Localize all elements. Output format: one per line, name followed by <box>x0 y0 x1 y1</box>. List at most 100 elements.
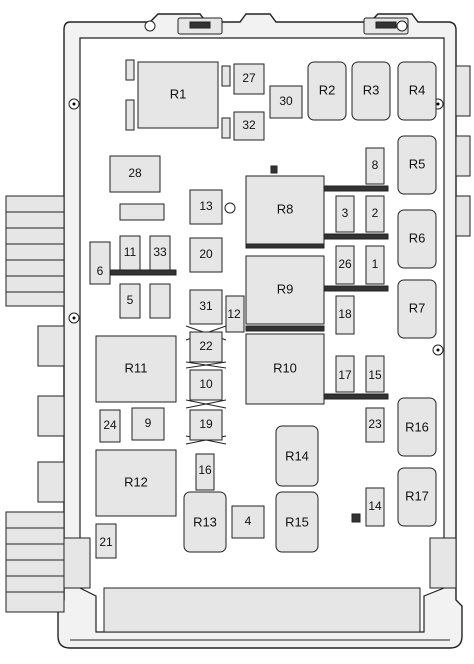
bottom-rails <box>63 537 457 641</box>
fuse-21: 21 <box>95 523 117 559</box>
label-3: 3 <box>342 206 349 220</box>
fuse-6: 6 <box>89 241 111 285</box>
label-R8: R8 <box>277 201 294 216</box>
label-28: 28 <box>128 166 142 180</box>
label-R11: R11 <box>125 360 148 375</box>
label-4: 4 <box>245 514 252 528</box>
fuse-17: 17 <box>335 355 355 393</box>
label-17: 17 <box>338 368 352 382</box>
right-side-connectors <box>455 65 471 237</box>
label-20: 20 <box>199 247 213 261</box>
fuse-5: 5 <box>119 283 141 319</box>
relay-R3: R3 <box>351 61 391 121</box>
relay-R14: R14 <box>275 425 319 487</box>
label-6: 6 <box>97 264 104 278</box>
relay-R15: R15 <box>275 491 319 553</box>
fuse-11: 11 <box>119 235 141 271</box>
fuse-12: 12 <box>225 295 245 333</box>
label-1: 1 <box>372 257 379 271</box>
fuse-27: 27 <box>233 63 265 95</box>
label-30: 30 <box>279 94 293 108</box>
label-14: 14 <box>368 499 382 513</box>
label-9: 9 <box>145 416 152 430</box>
label-33: 33 <box>153 245 167 259</box>
relay-R1: R1 <box>137 61 219 129</box>
label-18: 18 <box>338 307 352 321</box>
label-21: 21 <box>99 535 113 549</box>
label-5: 5 <box>127 293 134 307</box>
label-R6: R6 <box>409 230 426 245</box>
fuse-unlabeled <box>149 283 171 319</box>
label-R17: R17 <box>405 488 429 503</box>
left-side-connectors <box>5 195 65 613</box>
relay-R12: R12 <box>95 449 177 517</box>
label-R7: R7 <box>409 300 426 315</box>
fuse-4: 4 <box>231 505 265 539</box>
label-R3: R3 <box>363 82 380 97</box>
relay-R13: R13 <box>183 491 227 553</box>
label-22: 22 <box>199 339 213 353</box>
label-32: 32 <box>242 118 256 132</box>
label-23: 23 <box>368 417 382 431</box>
fuse-24: 24 <box>99 409 121 443</box>
fuse-15: 15 <box>365 355 385 393</box>
fuse-2: 2 <box>365 195 385 233</box>
fuse-23: 23 <box>365 407 385 443</box>
label-15: 15 <box>368 368 382 382</box>
relay-R5: R5 <box>397 135 437 195</box>
label-8: 8 <box>372 158 379 172</box>
relay-R9: R9 <box>245 255 325 325</box>
label-16: 16 <box>198 463 212 477</box>
divider-bars <box>99 59 389 445</box>
label-R2: R2 <box>319 82 336 97</box>
fuse-3: 3 <box>335 195 355 233</box>
label-12: 12 <box>227 307 241 321</box>
relay-R10: R10 <box>245 333 325 405</box>
label-10: 10 <box>199 377 213 391</box>
label-R5: R5 <box>409 156 426 171</box>
label-13: 13 <box>199 199 213 213</box>
relay-R17: R17 <box>397 467 437 527</box>
label-R16: R16 <box>405 419 429 434</box>
relay-R8: R8 <box>245 165 325 245</box>
label-R9: R9 <box>277 281 294 296</box>
label-11: 11 <box>124 245 137 259</box>
relay-R2: R2 <box>307 61 347 121</box>
fuse-32: 32 <box>233 111 265 141</box>
relay-R7: R7 <box>397 279 437 339</box>
fuse-33: 33 <box>149 235 171 271</box>
label-R1: R1 <box>170 86 187 101</box>
fuse-28: 28 <box>109 155 161 193</box>
label-R15: R15 <box>285 514 309 529</box>
fuse-9: 9 <box>131 407 165 441</box>
label-24: 24 <box>103 418 117 432</box>
label-R13: R13 <box>193 514 217 529</box>
label-2: 2 <box>372 206 379 220</box>
label-R14: R14 <box>285 448 309 463</box>
fuse-1: 1 <box>365 245 385 285</box>
fuse-20: 20 <box>189 237 223 273</box>
relay-R4: R4 <box>397 61 437 121</box>
fuse-13: 13 <box>189 189 223 225</box>
fuse-16: 16 <box>195 453 215 491</box>
relay-R6: R6 <box>397 209 437 269</box>
fuse-10: 10 <box>189 369 223 401</box>
fuse-8: 8 <box>365 147 385 185</box>
label-R12: R12 <box>124 474 148 489</box>
fuse-18: 18 <box>335 295 355 335</box>
fuse-30: 30 <box>269 85 303 119</box>
relay-R11: R11 <box>95 335 177 403</box>
top-mounting-tabs <box>144 17 409 35</box>
label-R4: R4 <box>409 82 426 97</box>
fuse-19: 19 <box>189 409 223 441</box>
label-31: 31 <box>199 299 213 313</box>
label-27: 27 <box>242 71 256 85</box>
label-26: 26 <box>338 257 352 271</box>
label-19: 19 <box>199 417 213 431</box>
label-R10: R10 <box>273 360 297 375</box>
fuse-26: 26 <box>335 245 355 285</box>
fuse-14: 14 <box>351 487 385 527</box>
relay-R16: R16 <box>397 397 437 457</box>
fuse-22: 22 <box>189 331 223 363</box>
